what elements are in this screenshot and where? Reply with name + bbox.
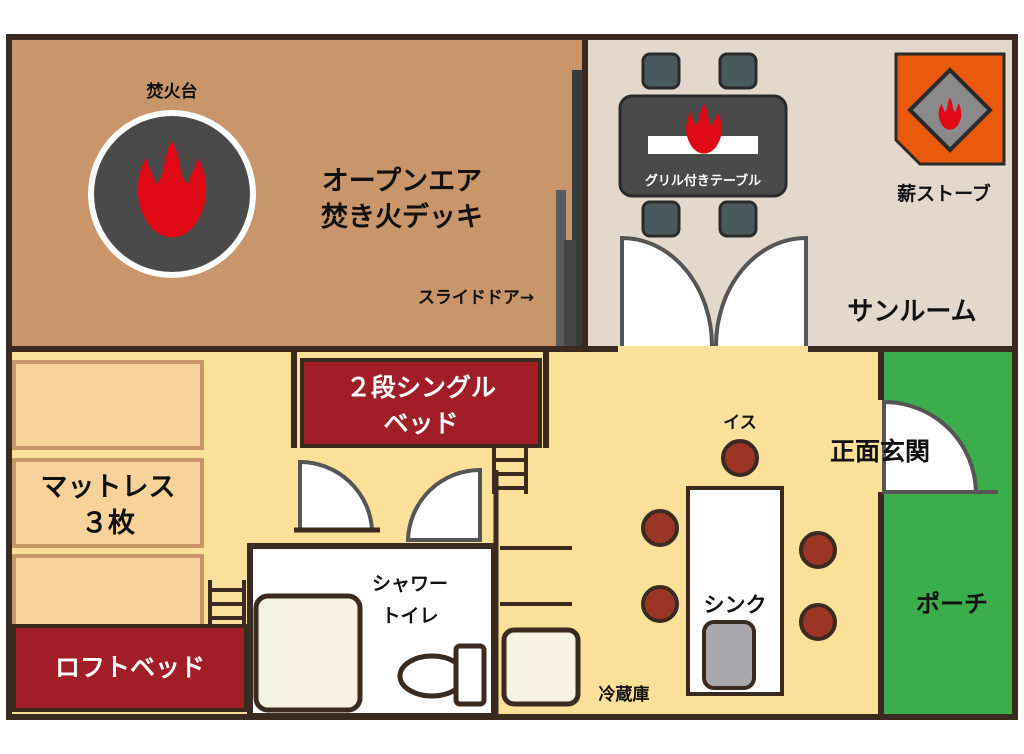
chair-icon — [721, 439, 759, 477]
sunroom-doorway — [618, 345, 808, 353]
chair-icon — [641, 52, 681, 90]
slide-door-panel — [556, 190, 566, 346]
chair-icon — [641, 509, 679, 547]
ladder-icon — [208, 580, 246, 628]
grill-table — [618, 52, 788, 238]
entrance-label: 正面玄関 — [830, 437, 930, 466]
shower-label-2: トイレ — [381, 605, 438, 627]
mattress-stack — [12, 360, 204, 628]
chair-icon — [799, 603, 837, 641]
chair-icon — [718, 52, 758, 90]
slide-door-panel-2 — [564, 240, 576, 346]
deck-label-1: オープンエア — [322, 166, 482, 197]
sink-basin — [702, 620, 756, 690]
sunroom-label: サンルーム — [847, 297, 976, 327]
bunk-bed — [300, 358, 542, 448]
door-swing-icon — [882, 399, 979, 494]
loft-bed — [12, 624, 248, 712]
shower-label-1: シャワー — [372, 573, 448, 595]
door-swing-icon — [620, 235, 808, 347]
firepit — [88, 110, 256, 278]
wood-stove-label: 薪ストーブ — [897, 182, 991, 205]
fridge — [501, 627, 581, 707]
chair-icon — [718, 200, 758, 238]
wood-stove — [894, 52, 1006, 166]
chair-label: イス — [723, 413, 757, 433]
shower-tub — [253, 593, 363, 713]
chair-icon — [641, 585, 679, 623]
firepit-label: 焚火台 — [146, 81, 198, 102]
mattress-label-1: マットレス — [41, 472, 176, 503]
porch-label: ポーチ — [916, 590, 988, 618]
chair-icon — [641, 200, 681, 238]
sink-label: シンク — [704, 593, 767, 617]
loft-bed-label: ロフトベッド — [55, 653, 205, 682]
mattress-label-2: ３枚 — [81, 508, 135, 539]
door-swing-icon — [298, 459, 482, 542]
chair-icon — [799, 531, 837, 569]
bunk-bed-label-1: ２段シングル — [346, 373, 496, 402]
deck-label-2: 焚き火デッキ — [321, 201, 483, 233]
slide-door-frame — [572, 70, 582, 346]
fridge-label: 冷蔵庫 — [599, 684, 650, 705]
grill-table-label: グリル付きテーブル — [645, 173, 761, 189]
toilet-icon — [397, 643, 487, 707]
bunk-bed-label-2: ベッド — [383, 409, 458, 438]
slide-door-label: スライドドア→ — [418, 288, 534, 308]
